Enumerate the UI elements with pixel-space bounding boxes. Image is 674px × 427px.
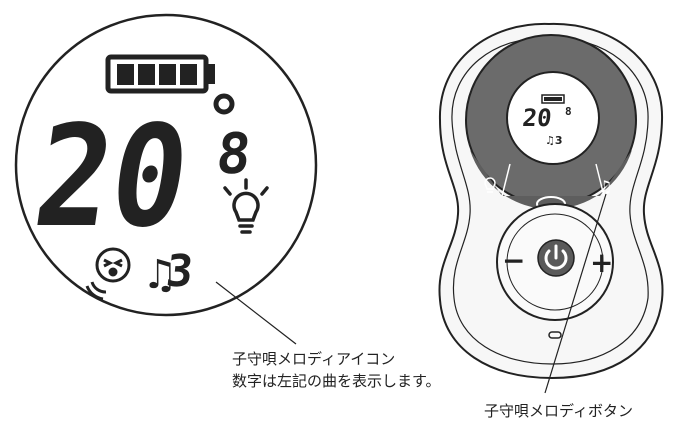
light-button[interactable] [484, 177, 496, 193]
music-note-icon: ♫ [598, 177, 612, 196]
bulb-icon [223, 178, 269, 234]
temperature-readout: 20 [26, 96, 199, 259]
plus-button[interactable]: + [590, 246, 613, 279]
minus-button[interactable]: − [502, 244, 525, 277]
bulb-icon [484, 177, 496, 193]
lullaby-icon-leader [215, 281, 297, 345]
remote-inner-outline [451, 37, 649, 365]
power-button[interactable] [537, 239, 575, 277]
lullaby-icon-caption-line2: 数字は左記の曲を表示します。 [232, 372, 441, 390]
mini-display [506, 71, 600, 165]
degree-icon [213, 93, 235, 115]
lullaby-button-caption: 子守唄メロディボタン [484, 402, 633, 420]
indicator-led [548, 331, 562, 339]
remote-device: 20 8 ♫3 ♫ − + [438, 22, 664, 394]
lullaby-icon-caption: 子守唄メロディアイコン 数字は左記の曲を表示します。 [232, 348, 441, 392]
mini-temperature: 20 [521, 104, 553, 132]
mini-suffix: 8 [565, 105, 572, 118]
lower-control-inner [506, 213, 604, 311]
lcd-outline [14, 13, 318, 317]
lullaby-number: 3 [164, 246, 196, 297]
mini-lullaby: ♫3 [545, 134, 563, 147]
lullaby-button[interactable]: ♫ [598, 177, 612, 196]
mini-battery-icon [541, 94, 565, 104]
battery-icon [105, 54, 215, 94]
lullaby-icon-caption-line1: 子守唄メロディアイコン [232, 350, 396, 368]
music-note-icon: ♫ [142, 252, 178, 298]
lcd-magnified: 20 8 ♫ 3 [14, 13, 318, 345]
temperature-suffix: 8 [213, 122, 254, 187]
crying-baby-icon [85, 247, 131, 301]
power-icon [544, 244, 568, 270]
lullaby-button-leader [544, 193, 607, 394]
